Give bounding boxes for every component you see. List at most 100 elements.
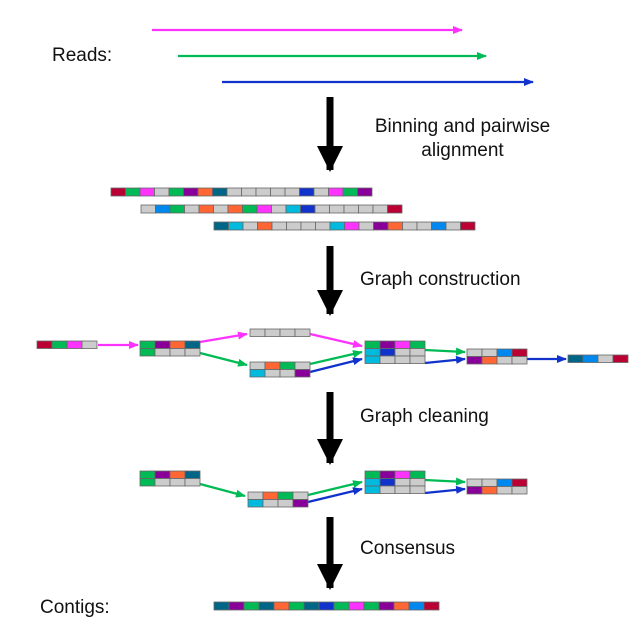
graph-node-5-row-cell xyxy=(394,348,411,357)
graph-node-6-row-cell xyxy=(511,356,528,365)
graph-node-4-row-cell xyxy=(249,369,266,378)
alignment-row-cell xyxy=(358,204,374,214)
alignment-row-cell xyxy=(344,221,360,231)
alignment-row-cell xyxy=(255,187,271,197)
alignment-row-cell xyxy=(329,221,345,231)
alignment-row-cell xyxy=(125,187,141,197)
clean-node-2-row-cell xyxy=(277,491,294,500)
contig-row-cell xyxy=(348,601,365,611)
step-graph-construction: Graph construction xyxy=(360,269,521,290)
clean-node-4-row-cell xyxy=(466,486,483,495)
graph-node-3-row xyxy=(249,328,311,337)
alignment-row-cell xyxy=(242,204,258,214)
graph-node-4-row-cell xyxy=(279,369,296,378)
contig-row-cell xyxy=(258,601,275,611)
alignment-row-cell xyxy=(387,221,403,231)
clean-edge-3-4 xyxy=(424,477,466,486)
graph-node-6-row-cell xyxy=(466,348,483,357)
clean-node-1-row-cell xyxy=(139,478,156,487)
clean-edge-2-3 xyxy=(307,480,363,497)
graph-node-2-row xyxy=(139,348,201,357)
clean-node-3 xyxy=(364,470,426,494)
clean-node-4-row xyxy=(466,478,528,487)
alignment-row-cell xyxy=(213,221,229,231)
graph-node-2-row-cell xyxy=(154,340,171,349)
contig-row-cell xyxy=(213,601,230,611)
contig-row-cell xyxy=(408,601,425,611)
alignment-row-cell xyxy=(110,187,126,197)
graph-node-5-row-cell xyxy=(379,355,396,364)
edge-n2-n4 xyxy=(199,351,248,367)
graph-node-3-row-cell xyxy=(294,328,311,337)
alignment-row xyxy=(110,187,373,197)
reads-label: Reads: xyxy=(52,45,113,66)
clean-node-1-row xyxy=(139,478,201,487)
clean-node-1-row-cell xyxy=(154,470,171,479)
step-binning-line1: Binning and pairwise xyxy=(374,116,551,137)
graph-node-3 xyxy=(249,328,311,337)
alignment-row-cell xyxy=(226,187,242,197)
graph-nodes-group xyxy=(36,328,629,508)
clean-node-2-row-cell xyxy=(262,491,279,500)
clean-node-1-row-cell xyxy=(139,470,156,479)
contig-row-cell xyxy=(423,601,440,611)
clean-node-3-row xyxy=(364,470,426,479)
graph-node-3-row-cell xyxy=(279,328,296,337)
alignment-row-cell xyxy=(358,221,374,231)
graph-node-1-row xyxy=(36,340,98,349)
clean-node-2-row-cell xyxy=(247,499,264,508)
graph-node-4-row-cell xyxy=(249,361,266,370)
step-consensus: Consensus xyxy=(360,538,456,559)
clean-node-3-row-cell xyxy=(394,478,411,487)
clean-edge-1-2 xyxy=(199,482,246,498)
contig-row-cell xyxy=(303,601,320,611)
edge-n5-n6 xyxy=(424,347,466,356)
graph-node-5-row-cell xyxy=(409,340,426,349)
contig-row-cell xyxy=(363,601,380,611)
alignment-row-cell xyxy=(241,187,257,197)
graph-node-6-row-cell xyxy=(481,356,498,365)
graph-node-2-row-cell xyxy=(154,348,171,357)
alignment-row-cell xyxy=(343,204,359,214)
alignment-row-cell xyxy=(227,204,243,214)
graph-node-6 xyxy=(466,348,528,365)
graph-node-5-row-cell xyxy=(394,355,411,364)
alignment-row-cell xyxy=(212,187,228,197)
step-binning-alignment: Binning and pairwise alignment xyxy=(355,115,570,163)
edge-n4-n5 xyxy=(309,350,363,366)
clean-node-2 xyxy=(247,491,309,508)
clean-node-3-row-cell xyxy=(409,478,426,487)
graph-node-2-row xyxy=(139,340,201,349)
clean-node-1 xyxy=(139,470,201,487)
clean-node-2-row-cell xyxy=(247,491,264,500)
contig-row xyxy=(213,601,440,611)
graph-node-5-row xyxy=(364,355,426,364)
clean-node-3-row-cell xyxy=(379,485,396,494)
clean-node-2-row-cell xyxy=(292,491,309,500)
clean-node-3-row-cell xyxy=(364,485,381,494)
alignment-row-cell xyxy=(314,204,330,214)
contig-row-cell xyxy=(273,601,290,611)
graph-node-5-row-cell xyxy=(409,355,426,364)
graph-node-2-row-cell xyxy=(184,348,201,357)
graph-node-5-row xyxy=(364,340,426,349)
graph-node-2-row-cell xyxy=(139,340,156,349)
edge-n2-n3 xyxy=(199,331,248,344)
graph-node-5-row-cell xyxy=(379,348,396,357)
contig-row-cell xyxy=(243,601,260,611)
alignment-row-cell xyxy=(313,187,329,197)
graph-node-4-row-cell xyxy=(264,369,281,378)
graph-node-5-row-cell xyxy=(364,348,381,357)
contig-row-cell xyxy=(393,601,410,611)
contigs-label: Contigs: xyxy=(40,597,110,618)
contig-group xyxy=(213,601,440,611)
clean-node-3-row xyxy=(364,478,426,487)
graph-node-6-row xyxy=(466,348,528,357)
clean-node-4 xyxy=(466,478,528,495)
edge-n4-n5-blue xyxy=(309,357,363,374)
graph-node-5-row-cell xyxy=(379,340,396,349)
alignment-row-cell xyxy=(154,187,170,197)
clean-node-4-row-cell xyxy=(511,486,528,495)
graph-node-6-row-cell xyxy=(496,348,513,357)
clean-node-4-row-cell xyxy=(511,478,528,487)
